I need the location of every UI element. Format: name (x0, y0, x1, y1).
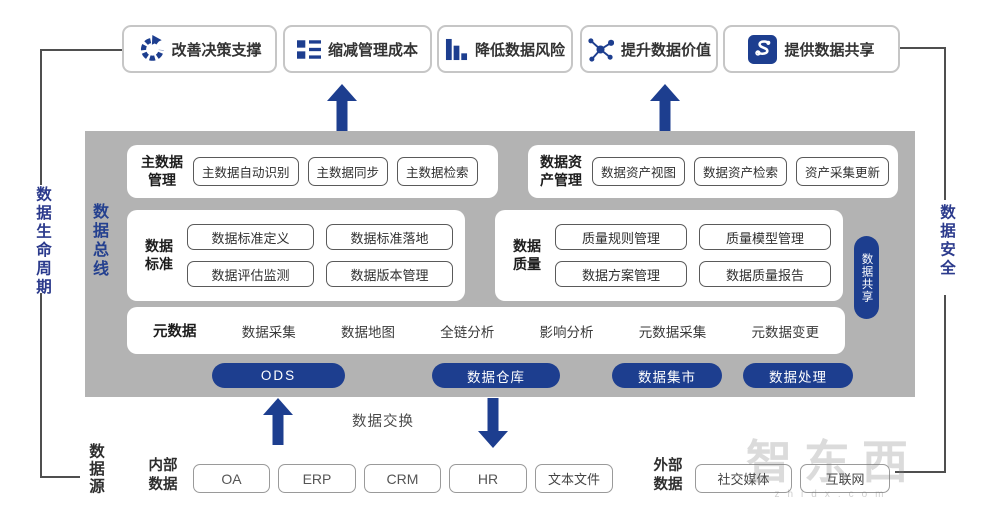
benefit-label: 提供数据共享 (784, 41, 875, 59)
benefit-label: 缩减管理成本 (327, 41, 418, 59)
benefit-box-value: 提升数据价值 (580, 25, 718, 73)
left-bracket-upper-line (40, 49, 42, 185)
security-side-label: 数据安全 (938, 204, 955, 278)
left-bracket-lower-line (40, 293, 42, 477)
storage-pill-processing: 数据处理 (743, 363, 853, 388)
data-standard-section: 数据标准 数据标准定义 数据标准落地 数据评估监测 数据版本管理 (127, 210, 465, 301)
section-title: 数据标准 (145, 238, 173, 272)
benefit-box-decision: 改善决策支撑 (122, 25, 277, 73)
data-quality-section: 数据质量 质量规则管理 质量模型管理 数据方案管理 数据质量报告 (495, 210, 843, 301)
data-source-title: 数据源 (87, 443, 104, 496)
data-bus-label: 数据总线 (90, 203, 107, 279)
benefit-label: 改善决策支撑 (171, 41, 262, 59)
master-data-section: 主数据管理 主数据自动识别 主数据同步 主数据检索 (127, 145, 498, 198)
refresh-cycle-icon (137, 35, 165, 63)
storage-pill-ods: ODS (212, 363, 345, 388)
benefit-label: 降低数据风险 (474, 41, 565, 59)
metadata-item: 数据采集 (241, 324, 296, 340)
feature-chip: 数据资产视图 (592, 157, 686, 186)
storage-pill-warehouse: 数据仓库 (432, 363, 560, 388)
right-bracket-bottom-line (895, 471, 946, 473)
feature-chip: 质量规则管理 (555, 224, 687, 250)
section-title: 主数据管理 (141, 154, 183, 188)
metadata-item: 元数据变更 (751, 324, 820, 340)
metadata-section: 元数据 数据采集 数据地图 全链分析 影响分析 元数据采集 元数据变更 (127, 307, 845, 354)
benefit-label: 提升数据价值 (620, 41, 711, 59)
source-box-internet: 互联网 (800, 464, 890, 493)
feature-chip: 主数据自动识别 (193, 157, 299, 186)
source-box-erp: ERP (278, 464, 356, 493)
metadata-item: 全链分析 (440, 324, 495, 340)
metadata-item: 数据地图 (341, 324, 395, 340)
bar-chart-icon (445, 38, 468, 61)
right-bracket-lower-line (944, 295, 946, 473)
benefit-box-cost: 缩减管理成本 (283, 25, 432, 73)
source-box-hr: HR (449, 464, 527, 493)
section-title: 数据质量 (513, 238, 541, 272)
internal-data-label: 内部数据 (148, 458, 178, 493)
up-arrow-right (650, 84, 680, 131)
data-share-pill: 数据共享 (854, 236, 879, 319)
feature-chip: 质量模型管理 (699, 224, 831, 250)
right-bracket-top-line (900, 47, 946, 49)
section-title: 数据资产管理 (540, 154, 582, 188)
network-nodes-icon (587, 37, 614, 62)
metadata-item: 元数据采集 (638, 324, 707, 340)
data-exchange-label: 数据交换 (352, 414, 414, 430)
benefit-box-risk: 降低数据风险 (437, 25, 573, 73)
source-box-crm: CRM (364, 464, 441, 493)
feature-chip: 主数据同步 (307, 157, 389, 186)
feature-chip: 数据评估监测 (187, 261, 314, 287)
feature-chip: 数据方案管理 (555, 261, 687, 287)
right-bracket-upper-line (944, 47, 946, 200)
source-box-social: 社交媒体 (695, 464, 792, 493)
external-data-label: 外部数据 (653, 458, 683, 493)
list-icon (296, 39, 321, 60)
exchange-up-arrow (263, 398, 293, 445)
metadata-title: 元数据 (153, 324, 197, 340)
benefit-box-sharing: 提供数据共享 (723, 25, 900, 73)
data-asset-section: 数据资产管理 数据资产视图 数据资产检索 资产采集更新 (528, 145, 898, 198)
lifecycle-side-label: 数据生命周期 (34, 186, 51, 297)
source-box-oa: OA (193, 464, 270, 493)
feature-chip: 数据资产检索 (694, 157, 788, 186)
storage-pill-mart: 数据集市 (612, 363, 722, 388)
feature-chip: 主数据检索 (397, 157, 478, 186)
feature-chip: 数据质量报告 (699, 261, 831, 287)
feature-chip: 数据版本管理 (326, 261, 453, 287)
exchange-down-arrow (478, 398, 508, 448)
feature-chip: 数据标准定义 (187, 224, 314, 250)
feature-chip: 资产采集更新 (796, 157, 890, 186)
left-bracket-bottom-line (40, 476, 80, 478)
left-bracket-top-line (40, 49, 122, 51)
metadata-item: 影响分析 (539, 324, 594, 340)
feature-chip: 数据标准落地 (326, 224, 453, 250)
source-box-textfile: 文本文件 (535, 464, 613, 493)
up-arrow-left (327, 84, 357, 131)
s-route-icon (748, 34, 778, 64)
